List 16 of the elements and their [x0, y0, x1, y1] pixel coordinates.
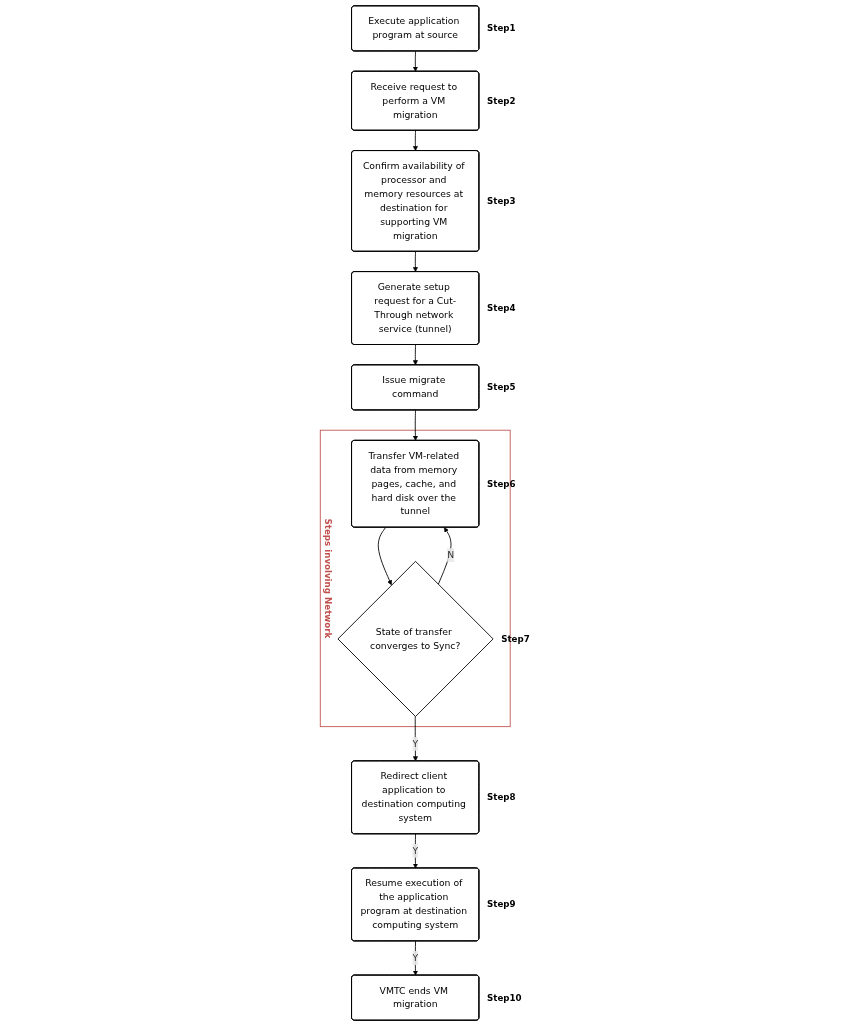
step-label: Step9: [487, 899, 516, 910]
edge-label: Y: [412, 737, 419, 749]
step-label: Step8: [487, 792, 516, 803]
step-label: Step2: [487, 95, 516, 106]
step-label: Step3: [487, 195, 516, 206]
step-label: Step4: [487, 302, 516, 313]
step-label: Step10: [487, 992, 522, 1003]
group-title: Steps involving Network: [323, 518, 334, 639]
edge-label: Y: [412, 845, 419, 857]
edge-label: Y: [412, 952, 419, 964]
step-label: Step5: [487, 382, 516, 393]
step-label: Step6: [487, 478, 516, 489]
step-label: Step1: [487, 23, 516, 34]
step-label: Step7: [501, 633, 530, 644]
edge-label: N: [447, 549, 455, 561]
node-diamond: State of transfer converges to Sync?: [337, 560, 494, 717]
